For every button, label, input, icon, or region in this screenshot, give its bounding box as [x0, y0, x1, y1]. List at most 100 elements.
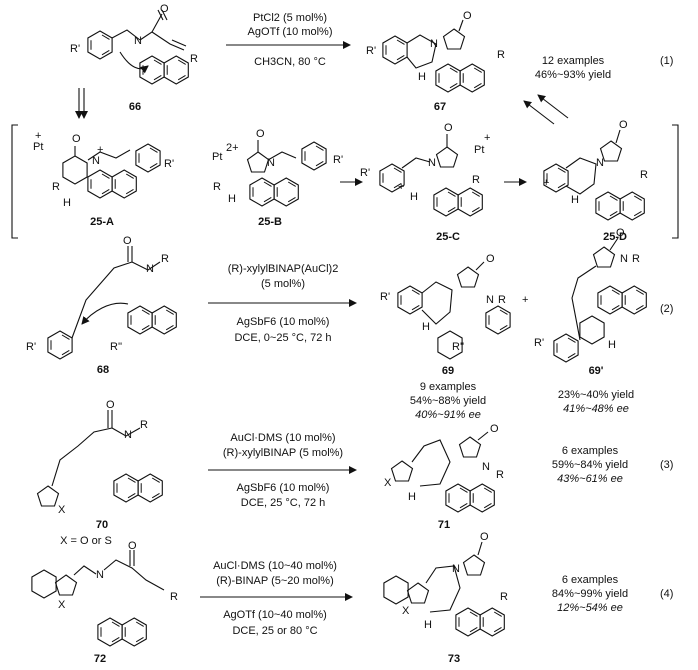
label-r-prime-25c: R' — [360, 167, 370, 179]
label-o-25b: O — [256, 128, 265, 140]
compound-72-label: 72 — [94, 653, 106, 665]
rxn3-condition-3: AgSbF6 (10 mol%) — [237, 482, 330, 494]
compound-67-label: 67 — [434, 101, 446, 113]
mechanism-arrow-up — [523, 100, 555, 125]
rxn4-examples: 6 examples — [562, 574, 619, 586]
rxn3-equation-number: (3) — [660, 459, 673, 471]
label-o-25c: O — [444, 122, 453, 134]
label-r-prime-69: R' — [380, 291, 390, 303]
compound-68 — [47, 246, 176, 360]
rxn2-condition-1: (R)-xylylBINAP(AuCl)2 — [228, 263, 339, 275]
intermediate-25-a-label: 25-A — [90, 216, 114, 228]
rxn3-ee: 43%~61% ee — [557, 473, 623, 485]
intermediate-25-c-label: 25-C — [436, 231, 460, 243]
rxn2-plus: + — [522, 294, 528, 306]
label-h-73: H — [424, 619, 432, 631]
rxn4-condition-1: AuCl·DMS (10~40 mol%) — [213, 560, 337, 572]
compound-66 — [87, 9, 188, 84]
label-n-72: N — [96, 569, 104, 581]
rxn3-condition-2: (R)-xylylBINAP (5 mol%) — [223, 447, 343, 459]
rxn4-yield: 84%~99% yield — [552, 588, 628, 600]
rxn1-examples: 12 examples — [542, 55, 605, 67]
label-r-25d: R — [640, 169, 648, 181]
label-n-68: N — [146, 263, 154, 275]
compound-69-label: 69 — [442, 365, 454, 377]
bracket-left — [11, 124, 18, 239]
label-pt-25a: Pt — [33, 141, 43, 153]
label-r-73: R — [500, 591, 508, 603]
label-o-25a: O — [72, 133, 81, 145]
label-r-67: R — [497, 49, 505, 61]
compound-67 — [382, 19, 484, 92]
rxn3-x-note: X = O or S — [60, 535, 112, 547]
compound-66-label: 66 — [129, 101, 141, 113]
label-h-25d: H — [571, 194, 579, 206]
label-n-66: N — [134, 35, 142, 47]
label-o-70: O — [106, 399, 115, 411]
compound-71 — [390, 431, 495, 512]
label-charge-25a: + — [35, 130, 41, 142]
label-pt-25c: Pt — [474, 144, 484, 156]
label-r-prime-66: R' — [70, 43, 80, 55]
label-n-25a: N — [92, 155, 100, 167]
label-charge-25b: 2+ — [226, 142, 239, 154]
rxn2-examples: 9 examples — [420, 381, 477, 393]
label-r-71: R — [496, 469, 504, 481]
label-o-69p: O — [616, 227, 625, 239]
label-pt-25b: Pt — [212, 151, 222, 163]
rxn2-ee-69p: 41%~48% ee — [563, 403, 629, 415]
rxn1-condition-2: AgOTf (10 mol%) — [248, 26, 333, 38]
compound-73-label: 73 — [448, 653, 460, 665]
label-n-71: N — [482, 461, 490, 473]
rxn4-equation-number: (4) — [660, 588, 673, 600]
rxn2-condition-4: DCE, 0~25 °C, 72 h — [234, 332, 331, 344]
label-r-prime-68: R' — [26, 341, 36, 353]
intermediate-25-a — [62, 143, 161, 198]
label-x-72: X — [58, 599, 66, 611]
label-o-69: O — [486, 253, 495, 265]
label-n-69p: N — [620, 253, 628, 265]
rxn2-yield: 54%~88% yield — [410, 395, 486, 407]
compound-68-label: 68 — [97, 364, 109, 376]
rxn1-condition-3: CH3CN, 80 °C — [254, 56, 326, 68]
rxn2-condition-3: AgSbF6 (10 mol%) — [237, 316, 330, 328]
label-plus-25d: + — [543, 177, 549, 189]
rxn2-condition-2: (5 mol%) — [261, 278, 305, 290]
label-x-73: X — [402, 605, 410, 617]
label-o-73: O — [480, 531, 489, 543]
bracket-right — [672, 124, 679, 239]
label-x-70: X — [58, 504, 66, 516]
rxn4-condition-3: AgOTf (10~40 mol%) — [223, 609, 327, 621]
rxn3-examples: 6 examples — [562, 445, 619, 457]
compound-70 — [36, 410, 163, 507]
label-r-prime-67: R' — [366, 45, 376, 57]
label-h-71: H — [408, 491, 416, 503]
compound-73 — [383, 541, 504, 636]
label-r-dprime-69: R'' — [452, 341, 464, 353]
label-h-25a: H — [63, 197, 71, 209]
compound-69-prime — [553, 237, 646, 363]
label-o-72: O — [128, 540, 137, 552]
label-o-25d: O — [619, 119, 628, 131]
label-r-prime-69p: R' — [534, 337, 544, 349]
label-x-71: X — [384, 477, 392, 489]
label-n-25b: N — [267, 157, 275, 169]
label-o-66: O — [160, 3, 169, 15]
label-n-charge-25a: + — [97, 144, 103, 156]
label-r-prime-25b: R' — [333, 154, 343, 166]
rxn1-condition-1: PtCl2 (5 mol%) — [253, 12, 327, 24]
intermediate-25-b-label: 25-B — [258, 216, 282, 228]
rxn3-yield: 59%~84% yield — [552, 459, 628, 471]
compound-70-label: 70 — [96, 519, 108, 531]
rxn2-yield-69p: 23%~40% yield — [558, 389, 634, 401]
rxn4-condition-2: (R)-BINAP (5~20 mol%) — [216, 575, 333, 587]
intermediate-25-b — [246, 140, 327, 206]
rxn4-condition-4: DCE, 25 or 80 °C — [232, 625, 317, 637]
compound-71-label: 71 — [438, 519, 450, 531]
label-n-70: N — [124, 429, 132, 441]
label-h-69p: H — [608, 339, 616, 351]
mechanism-arrow-up-2 — [537, 94, 569, 119]
label-r-25b: R — [213, 181, 221, 193]
label-charge-25c: + — [484, 132, 490, 144]
